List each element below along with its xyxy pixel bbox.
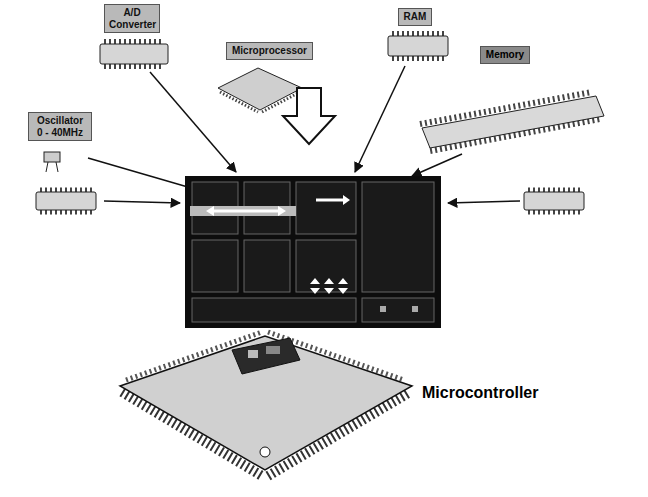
tag-text: A/D Converter <box>109 7 155 30</box>
label-tag: A/D Converter <box>104 4 160 33</box>
label-tag: Memory <box>480 46 530 64</box>
block-diagram <box>185 176 441 328</box>
label-tag: RAM <box>398 8 432 26</box>
ram-chip <box>388 34 448 58</box>
microprocessor-chip <box>218 68 302 112</box>
label-tag: Oscillator 0 - 40MHz <box>28 112 92 141</box>
label-tag: Microprocessor <box>226 42 313 60</box>
memory-chip <box>420 92 604 150</box>
crystal-symbol <box>44 152 60 172</box>
tag-text: RAM <box>403 11 427 23</box>
ad-chip <box>100 42 168 66</box>
merge-arrow <box>283 88 335 144</box>
tag-text: Memory <box>485 49 525 61</box>
tag-text: Oscillator 0 - 40MHz <box>33 115 87 138</box>
tag-text: Microprocessor <box>231 45 308 57</box>
side-chip <box>524 190 584 212</box>
side-chip <box>36 190 96 212</box>
microcontroller-chip <box>120 332 412 476</box>
part-name: Microcontroller <box>422 384 538 402</box>
